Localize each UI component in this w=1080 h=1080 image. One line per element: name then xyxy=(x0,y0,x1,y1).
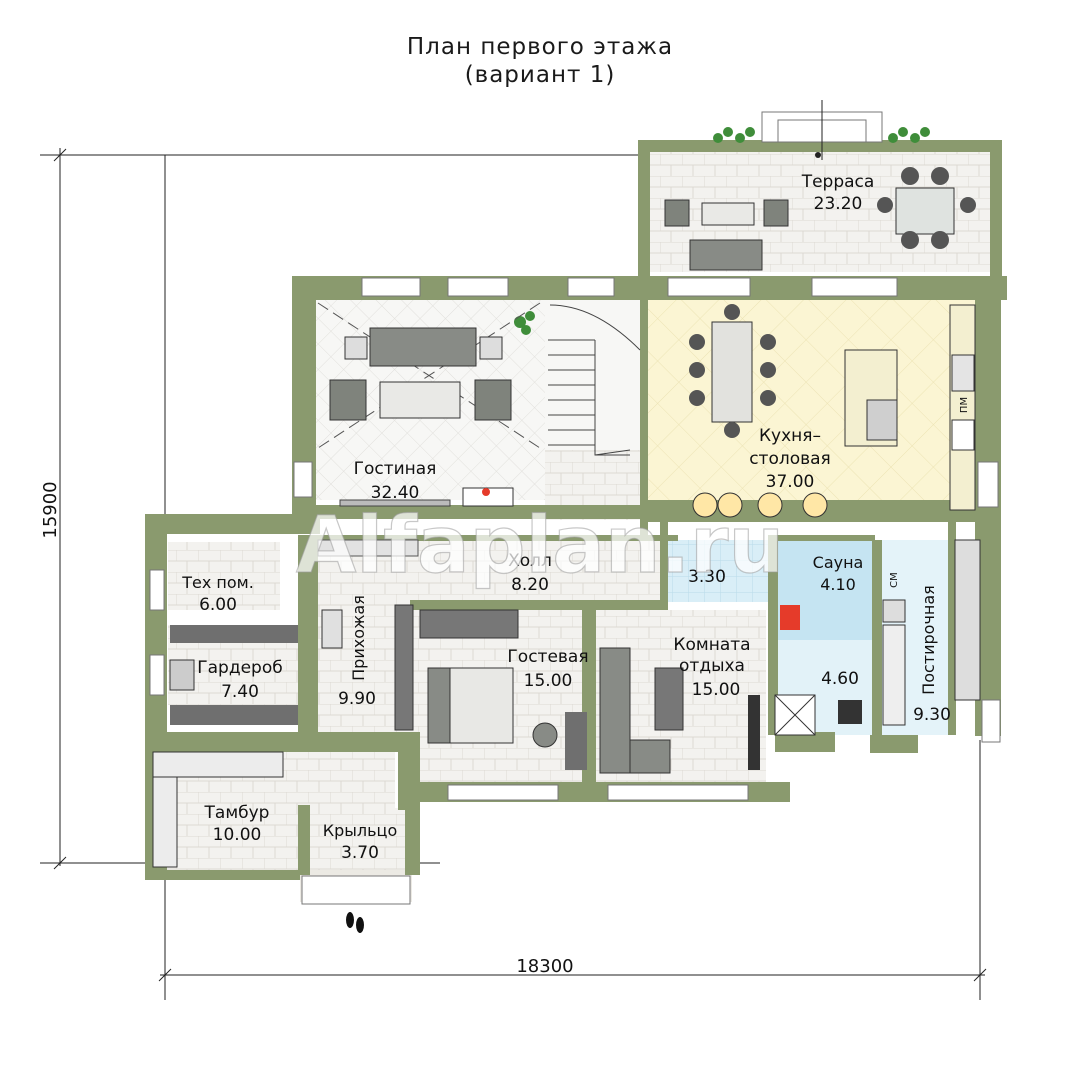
wardrobe-name: Гардероб xyxy=(197,658,282,678)
shower-area: 4.60 xyxy=(821,669,859,689)
hall-area: 8.20 xyxy=(511,575,549,595)
rest-name-2: отдыха xyxy=(679,656,745,676)
floors xyxy=(150,150,998,902)
rest-area: 15.00 xyxy=(692,680,741,700)
tech-name: Тех пом. xyxy=(181,573,254,592)
rest-name-1: Комната xyxy=(673,635,750,655)
plan-subtitle: (вариант 1) xyxy=(464,62,616,88)
hall-name: Холл xyxy=(508,551,552,571)
porch-name: Крыльцо xyxy=(323,821,397,840)
sauna-area: 4.10 xyxy=(820,575,856,594)
dishwasher-label: ПМ xyxy=(959,397,970,413)
vestibule-name: Тамбур xyxy=(204,803,270,823)
terrace-area: 23.20 xyxy=(814,194,863,214)
bath-area: 3.30 xyxy=(688,567,726,587)
furniture xyxy=(152,100,981,933)
guest-area: 15.00 xyxy=(524,671,573,691)
entryhall-name: Прихожая xyxy=(349,595,368,681)
sauna-name: Сауна xyxy=(813,553,864,572)
staircase xyxy=(548,304,641,456)
kitchen-area: 37.00 xyxy=(766,472,815,492)
living-name: Гостиная xyxy=(354,459,437,479)
plan-title: План первого этажа xyxy=(406,34,674,60)
laundry-area: 9.30 xyxy=(913,705,951,725)
width-dimension: 18300 xyxy=(516,956,573,977)
laundry-name: Постирочная xyxy=(919,585,938,695)
vestibule-area: 10.00 xyxy=(213,825,262,845)
porch-area: 3.70 xyxy=(341,843,379,863)
guest-name: Гостевая xyxy=(507,647,588,667)
height-dimension: 15900 xyxy=(40,481,61,538)
windows xyxy=(149,111,1001,905)
room-labels: Терраса 23.20 Гостиная 32.40 Кухня– стол… xyxy=(181,172,970,863)
living-area: 32.40 xyxy=(371,483,420,503)
terrace-name: Терраса xyxy=(801,172,875,192)
tech-area: 6.00 xyxy=(199,595,237,615)
kitchen-name-2: столовая xyxy=(749,449,831,469)
watermark-text: Alfaplan.ru xyxy=(296,501,784,591)
entryhall-area: 9.90 xyxy=(338,689,376,709)
washer-label: СМ xyxy=(889,572,900,588)
kitchen-name-1: Кухня– xyxy=(759,426,821,446)
wardrobe-area: 7.40 xyxy=(221,682,259,702)
